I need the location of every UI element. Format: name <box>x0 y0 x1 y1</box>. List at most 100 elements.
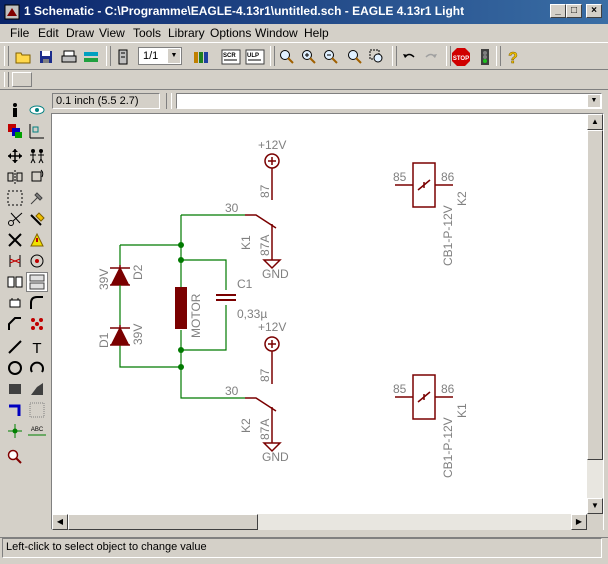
junction-dot <box>178 242 184 248</box>
title-bar[interactable]: 1 Schematic - C:\Programme\EAGLE-4.13r1\… <box>0 0 608 24</box>
status-message: Left-click to select object to change va… <box>6 541 207 553</box>
circle-icon[interactable] <box>4 358 26 378</box>
vertical-scroll-thumb[interactable] <box>587 130 603 460</box>
toolbar-separator <box>392 46 397 66</box>
minimize-button[interactable]: _ <box>550 4 566 18</box>
info-icon[interactable] <box>4 100 26 120</box>
rect-icon[interactable] <box>4 379 26 399</box>
toolbar-grip[interactable] <box>4 72 9 87</box>
scroll-left-icon[interactable]: ◀ <box>52 514 68 530</box>
redraw-icon[interactable] <box>344 46 366 68</box>
menu-help[interactable]: Help <box>304 26 329 40</box>
menu-bar: File Edit Draw View Tools Library Option… <box>0 24 608 42</box>
board-switch-icon[interactable] <box>112 46 134 68</box>
window-title: 1 Schematic - C:\Programme\EAGLE-4.13r1\… <box>24 4 465 18</box>
group-icon[interactable] <box>4 188 26 208</box>
stop-icon[interactable]: STOP <box>450 46 472 68</box>
display-layers-icon[interactable] <box>4 121 26 141</box>
cut-icon[interactable] <box>4 209 26 229</box>
chevron-down-icon[interactable]: ▼ <box>168 49 180 63</box>
script-icon[interactable]: SCR <box>220 46 242 68</box>
sheet-select[interactable]: 1/1 ▼ <box>138 47 182 65</box>
delete-icon[interactable] <box>4 230 26 250</box>
close-button[interactable]: × <box>586 4 602 18</box>
split-icon[interactable] <box>4 293 26 313</box>
horizontal-scrollbar[interactable]: ◀ ▶ <box>52 514 587 530</box>
replace-icon[interactable] <box>26 251 48 271</box>
go-icon[interactable] <box>474 46 496 68</box>
move-icon[interactable] <box>4 146 26 166</box>
mirror-icon[interactable] <box>4 167 26 187</box>
value-icon[interactable] <box>26 272 48 292</box>
status-bar <box>0 537 608 560</box>
show-icon[interactable] <box>26 100 48 120</box>
zoom-select-icon[interactable] <box>366 46 388 68</box>
label-icon[interactable]: ABC <box>26 421 48 441</box>
zoom-in-icon[interactable] <box>298 46 320 68</box>
print-icon[interactable] <box>58 46 80 68</box>
scroll-right-icon[interactable]: ▶ <box>571 514 587 530</box>
help-icon[interactable]: ? <box>502 46 524 68</box>
toolbar-grip[interactable] <box>4 46 9 66</box>
menu-edit[interactable]: Edit <box>38 26 59 40</box>
smash-icon[interactable] <box>26 314 48 334</box>
command-input[interactable]: ▼ <box>176 93 602 109</box>
toolbar-separator <box>446 46 451 66</box>
zoom-out-icon[interactable] <box>320 46 342 68</box>
copy-icon[interactable] <box>26 146 48 166</box>
rotate-icon[interactable] <box>26 167 48 187</box>
scroll-up-icon[interactable]: ▲ <box>587 114 603 130</box>
text-icon[interactable]: T <box>26 337 48 357</box>
bus-icon[interactable] <box>4 400 26 420</box>
wire <box>181 305 227 351</box>
arc-icon[interactable] <box>26 358 48 378</box>
svg-text:?: ? <box>508 50 518 66</box>
zoom-fit-icon[interactable] <box>276 46 298 68</box>
menu-window[interactable]: Window <box>255 26 298 40</box>
capacitor-name-label: C1 <box>237 277 253 291</box>
paste-icon[interactable] <box>26 209 48 229</box>
toolbar-separator <box>270 46 275 66</box>
save-icon[interactable] <box>35 46 57 68</box>
menu-library[interactable]: Library <box>168 26 205 40</box>
coil-name-label: K1 <box>455 403 469 418</box>
coil-pin-label: 86 <box>441 382 455 396</box>
vertical-scrollbar[interactable]: ▲ ▼ <box>587 114 603 514</box>
gateswap-icon[interactable] <box>4 272 26 292</box>
erc-icon[interactable] <box>4 447 26 467</box>
horizontal-scroll-thumb[interactable] <box>68 514 258 530</box>
gnd-label: GND <box>262 450 289 464</box>
add-icon[interactable] <box>26 230 48 250</box>
polygon-icon[interactable] <box>26 379 48 399</box>
name-icon[interactable] <box>4 314 26 334</box>
open-icon[interactable] <box>12 46 34 68</box>
maximize-button[interactable]: □ <box>566 4 582 18</box>
net-icon[interactable] <box>26 400 48 420</box>
menu-view[interactable]: View <box>99 26 125 40</box>
parameter-toolbar-handle[interactable] <box>12 72 32 87</box>
change-icon[interactable] <box>26 188 48 208</box>
menu-draw[interactable]: Draw <box>66 26 95 40</box>
pin-label: 30 <box>225 201 239 215</box>
schematic-canvas[interactable]: +12V 87 30 K1 87A GND +12V 87 30 K2 87A … <box>51 113 604 530</box>
cam-processor-icon[interactable] <box>80 46 102 68</box>
chevron-down-icon[interactable]: ▼ <box>588 95 600 107</box>
wire-icon[interactable] <box>4 337 26 357</box>
menu-options[interactable]: Options <box>210 26 252 40</box>
miter-icon[interactable] <box>26 293 48 313</box>
mark-icon[interactable] <box>26 121 48 141</box>
junction-dot <box>178 347 184 353</box>
text-tool-label: T <box>32 340 41 355</box>
undo-icon[interactable] <box>398 46 420 68</box>
abc-label: ABC <box>31 427 44 433</box>
menu-tools[interactable]: Tools <box>133 26 162 40</box>
ulp-icon[interactable]: ULP <box>244 46 266 68</box>
junction-icon[interactable] <box>4 421 26 441</box>
menu-file[interactable]: File <box>10 26 30 40</box>
pinswap-icon[interactable] <box>4 251 26 271</box>
use-library-icon[interactable] <box>191 46 213 68</box>
motor-label: MOTOR <box>189 293 203 338</box>
redo-icon[interactable] <box>420 46 442 68</box>
scroll-down-icon[interactable]: ▼ <box>587 498 603 514</box>
status-panel <box>2 538 602 558</box>
